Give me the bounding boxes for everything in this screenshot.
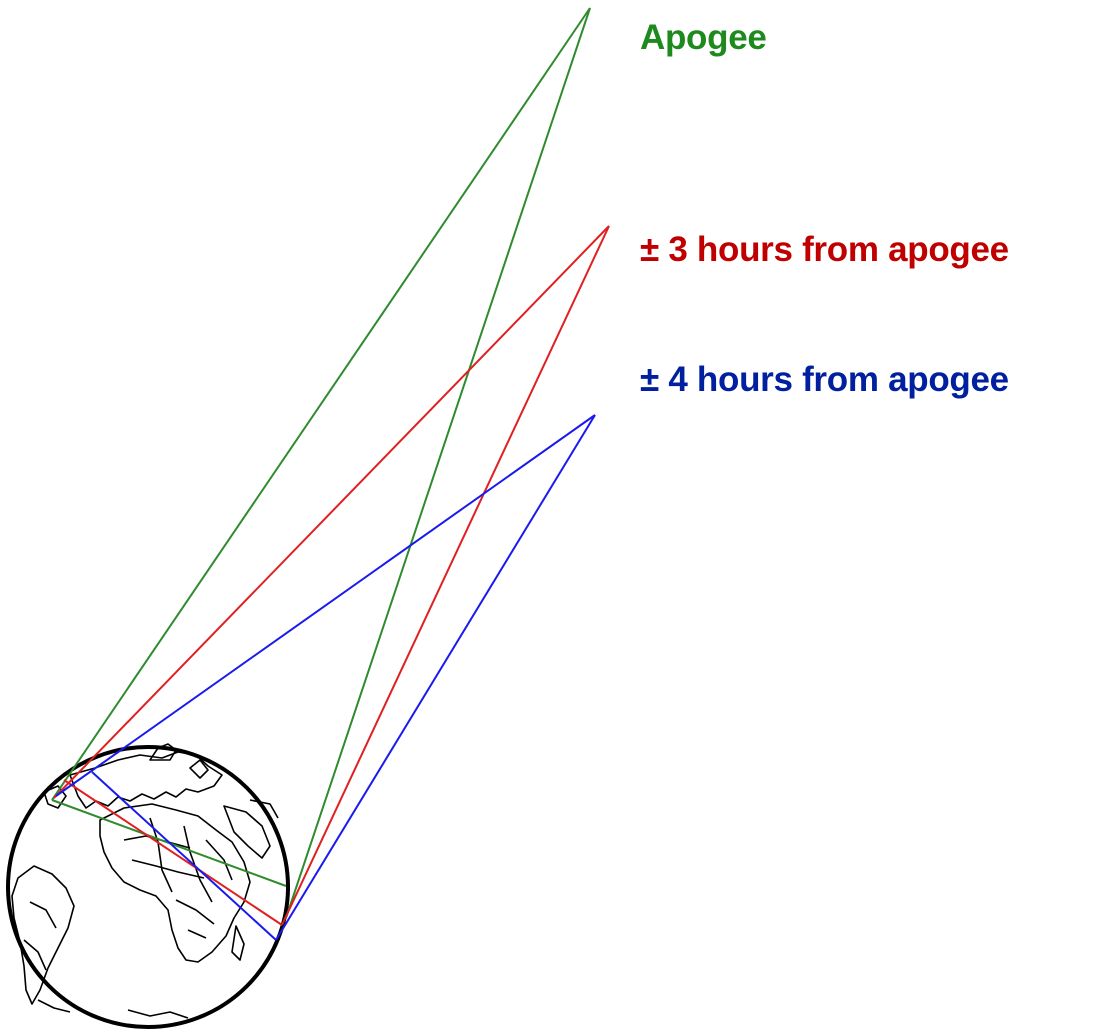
four-hours-label: ± 4 hours from apogee — [640, 360, 1009, 399]
four-hours-chord — [91, 771, 277, 941]
three-hours-line-right — [281, 225, 610, 926]
three-hours-label: ± 3 hours from apogee — [640, 230, 1009, 269]
apogee-line-right — [285, 7, 591, 919]
earth-globe-icon — [6, 743, 290, 1029]
four-hours-line-right — [275, 414, 596, 941]
apogee-label: Apogee — [640, 18, 767, 57]
three-hours-chord — [63, 779, 283, 926]
four-hours-line-left — [55, 414, 596, 797]
four-hours-lines — [55, 414, 596, 941]
apogee-line-left — [51, 7, 591, 801]
three-hours-line-left — [53, 225, 610, 799]
three-hours-lines — [53, 225, 610, 926]
